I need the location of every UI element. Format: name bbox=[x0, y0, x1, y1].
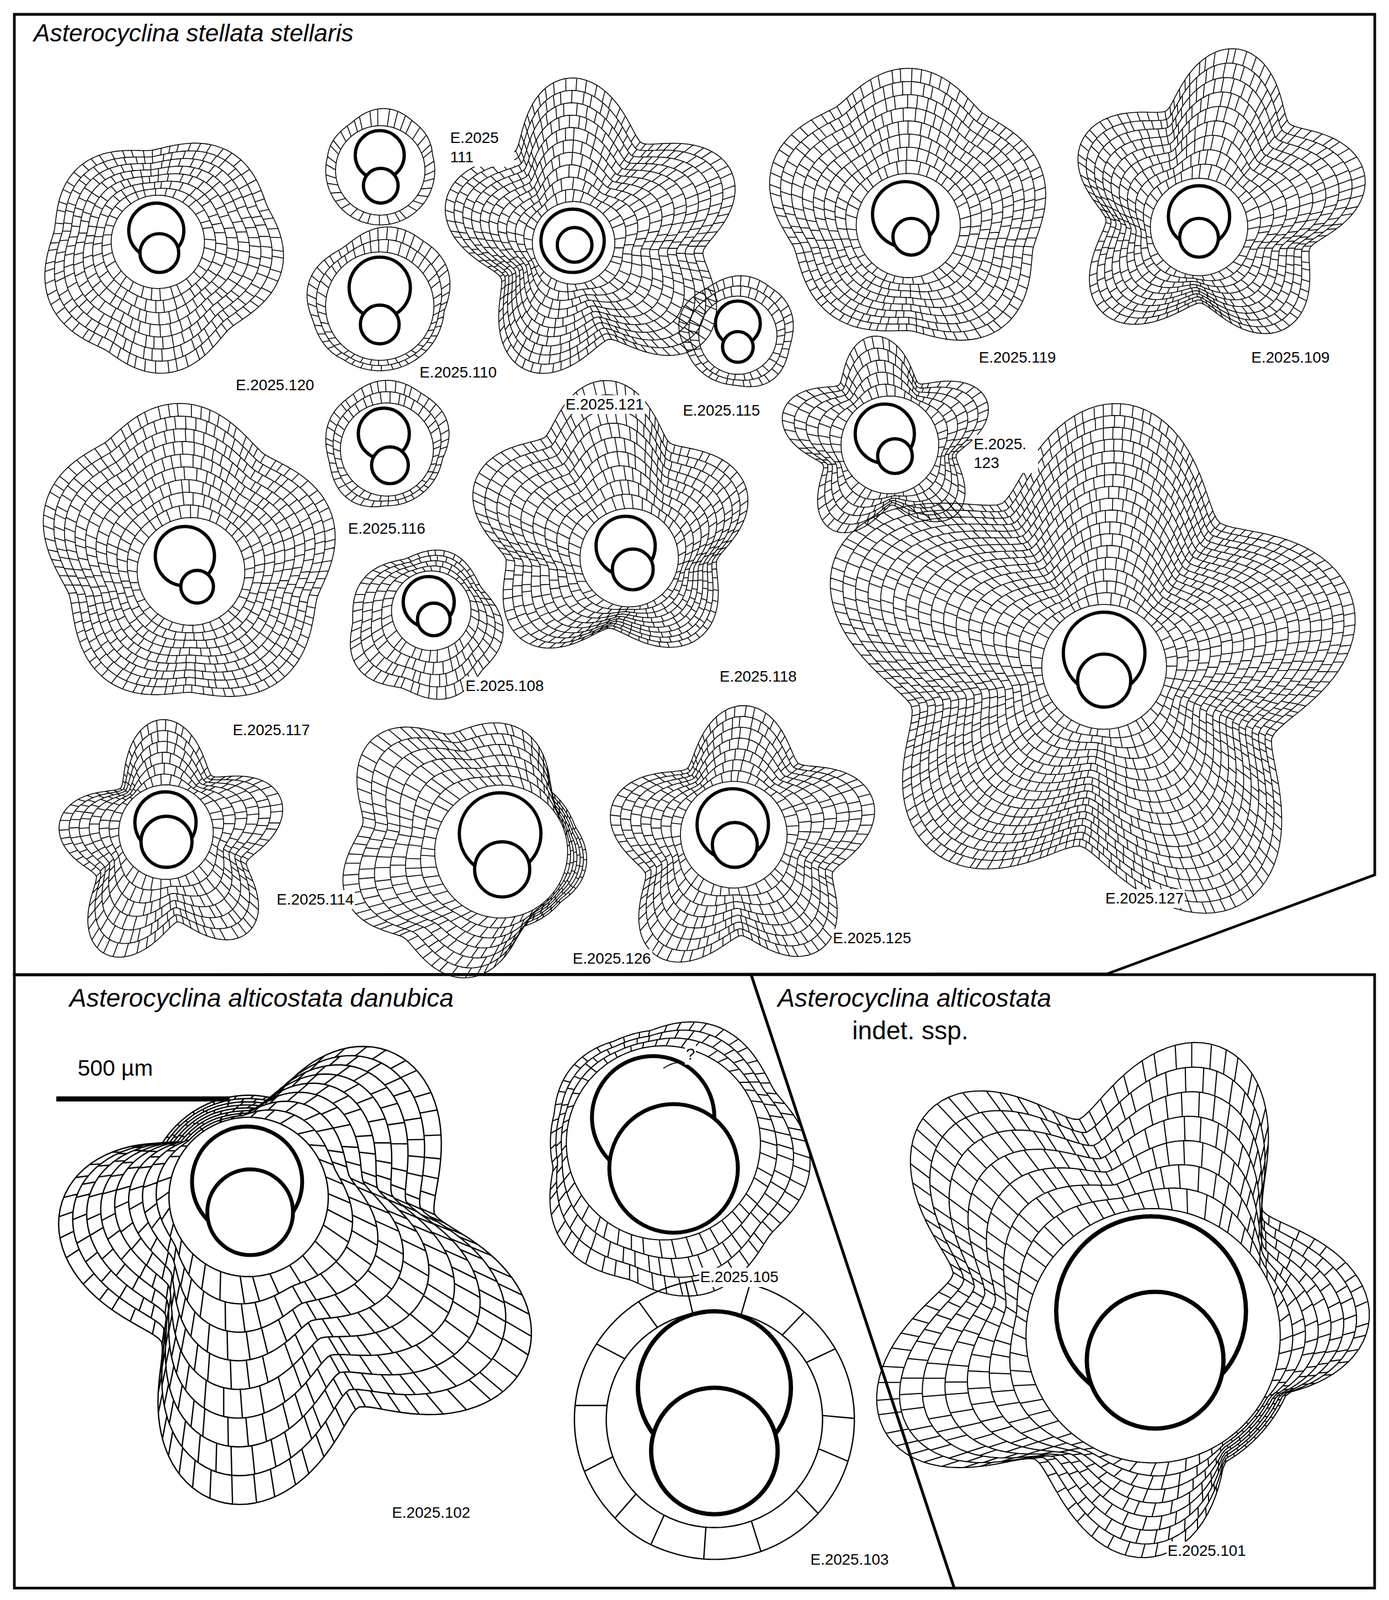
embryonic-chamber bbox=[207, 1169, 294, 1255]
embryonic-chamber bbox=[722, 331, 753, 363]
embryonic-chamber bbox=[1179, 218, 1219, 258]
specimen-number: E.2025.105 bbox=[699, 1267, 780, 1287]
panel-outline bbox=[14, 14, 1375, 977]
species-heading: Asterocyclina alticostata danubica bbox=[69, 982, 454, 1014]
panel-border bbox=[14, 974, 955, 1588]
chamber-walls bbox=[325, 108, 435, 226]
foraminifer-specimen bbox=[1077, 48, 1365, 334]
specimen-number: E.2025.117 bbox=[231, 720, 312, 741]
specimen-panel: Asterocyclina stellata stellaris bbox=[14, 14, 1375, 977]
chamber-walls bbox=[876, 1042, 1370, 1558]
foraminifer-specimen bbox=[472, 380, 749, 648]
foraminifer-specimen bbox=[43, 403, 335, 697]
chamber-walls bbox=[472, 380, 749, 648]
embryonic-chamber bbox=[877, 438, 913, 474]
specimen-number: E.2025.109 bbox=[1249, 348, 1331, 368]
embryonic-chamber bbox=[363, 168, 399, 204]
foraminifer-specimen bbox=[769, 68, 1046, 340]
foraminifer-specimen bbox=[58, 1046, 532, 1505]
embryonic-chamber bbox=[1086, 1291, 1224, 1429]
species-heading: indet. ssp. bbox=[852, 1015, 969, 1046]
chamber-walls bbox=[306, 226, 450, 371]
chamber-walls bbox=[550, 1022, 811, 1297]
specimen-number: E.2025.121 bbox=[564, 395, 646, 415]
foraminifer-specimen bbox=[550, 1022, 811, 1297]
chamber-walls bbox=[325, 380, 449, 507]
specimen-number: E.2025.120 bbox=[234, 375, 316, 396]
embryonic-chamber bbox=[712, 822, 758, 867]
embryonic-chamber bbox=[360, 305, 399, 344]
panel-border bbox=[751, 974, 1375, 1588]
specimen-number: E.2025.114 bbox=[275, 890, 355, 910]
specimen-number: E.2025.118 bbox=[718, 667, 798, 687]
embryonic-chamber bbox=[140, 233, 179, 273]
chamber-walls bbox=[342, 722, 587, 978]
specimen-number: E.2025.116 bbox=[347, 519, 427, 539]
species-heading: Asterocyclina stellata stellaris bbox=[33, 18, 354, 48]
foraminifer-specimen bbox=[678, 275, 794, 387]
chamber-walls bbox=[610, 705, 875, 963]
embryonic-chamber bbox=[417, 603, 451, 636]
foraminifer-specimen bbox=[325, 380, 449, 507]
embryonic-chamber bbox=[892, 218, 930, 256]
specimen-number: E.2025 111 bbox=[449, 128, 515, 167]
chamber-walls bbox=[445, 77, 736, 374]
chamber-walls bbox=[1077, 48, 1365, 334]
chamber-walls bbox=[59, 719, 283, 957]
specimen-number: E.2025.110 bbox=[418, 363, 498, 383]
panel-border bbox=[14, 14, 1375, 975]
specimen-number: ? bbox=[684, 1044, 696, 1065]
specimen-number: E.2025.125 bbox=[831, 928, 913, 949]
embryonic-chamber bbox=[612, 549, 654, 590]
chamber-walls bbox=[769, 68, 1046, 340]
foraminifer-specimen bbox=[610, 705, 875, 963]
specimen-number: E.2025.127 bbox=[1104, 889, 1185, 909]
embryonic-chamber bbox=[609, 1103, 738, 1233]
chamber-walls bbox=[830, 403, 1356, 913]
panel-outline bbox=[751, 974, 1375, 1588]
leader-line bbox=[663, 1062, 681, 1069]
specimen-number: E.2025.126 bbox=[571, 949, 653, 969]
chamber-walls bbox=[58, 1046, 532, 1505]
embryonic-chamber bbox=[371, 446, 409, 484]
chamber-walls bbox=[574, 1279, 855, 1559]
specimen-panel: Asterocyclina alticostataindet. ssp. bbox=[751, 974, 1375, 1588]
specimen-number: E.2025.115 bbox=[681, 401, 761, 421]
specimen-panel: Asterocyclina alticostata danubica bbox=[14, 974, 955, 1588]
foraminifer-specimen bbox=[445, 77, 736, 374]
embryonic-chamber bbox=[1077, 653, 1131, 707]
embryonic-chamber bbox=[651, 1387, 778, 1514]
scale-bar bbox=[56, 1096, 230, 1102]
foraminifer-specimen bbox=[574, 1279, 855, 1559]
embryonic-chamber bbox=[140, 816, 192, 867]
foraminifer-specimen bbox=[59, 719, 283, 957]
chamber-walls bbox=[44, 142, 284, 374]
foraminifer-specimen bbox=[306, 226, 450, 371]
scale-label: 500 µm bbox=[76, 1054, 154, 1083]
foraminifer-specimen bbox=[44, 142, 284, 374]
embryonic-chamber bbox=[181, 570, 214, 604]
embryonic-chamber bbox=[557, 227, 593, 263]
panel-outline bbox=[14, 974, 955, 1588]
species-heading: Asterocyclina alticostata bbox=[777, 982, 1052, 1014]
specimen-number: E.2025.102 bbox=[390, 1503, 472, 1523]
foraminifer-specimen bbox=[830, 403, 1356, 913]
foraminifer-specimen bbox=[876, 1042, 1370, 1558]
embryonic-chamber bbox=[540, 209, 605, 273]
specimen-number: E.2025.101 bbox=[1166, 1541, 1248, 1561]
specimen-number: E.2025. 123 bbox=[972, 434, 1039, 473]
embryonic-chamber bbox=[474, 841, 530, 897]
foraminifer-specimen bbox=[325, 108, 435, 226]
specimen-number: E.2025.108 bbox=[464, 676, 545, 696]
foraminifer-specimen bbox=[342, 722, 587, 978]
chamber-walls bbox=[678, 275, 794, 387]
specimen-number: E.2025.119 bbox=[977, 348, 1058, 368]
chamber-walls bbox=[43, 403, 335, 697]
specimen-number: E.2025.103 bbox=[809, 1550, 891, 1570]
